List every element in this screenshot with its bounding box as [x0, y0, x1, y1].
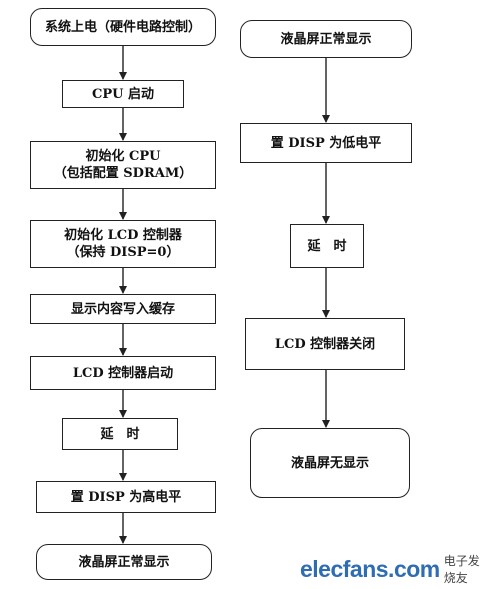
node-power-on: 系统上电（硬件电路控制）	[30, 8, 216, 46]
node-label: 系统上电（硬件电路控制）	[44, 19, 201, 35]
node-label: LCD 控制器启动	[72, 365, 174, 381]
node-label: 液晶屏正常显示	[78, 554, 170, 570]
node-label: 延 时	[100, 426, 140, 442]
node-lcd-close: LCD 控制器关闭	[245, 318, 405, 370]
node-disp-low: 置 DISP 为低电平	[240, 123, 412, 163]
node-init-lcd: 初始化 LCD 控制器 （保持 DISP=0）	[30, 220, 216, 268]
node-cpu-start: CPU 启动	[62, 80, 184, 108]
node-label: 置 DISP 为低电平	[270, 135, 382, 151]
node-lcd-start: LCD 控制器启动	[30, 356, 216, 390]
node-write-buffer: 显示内容写入缓存	[30, 294, 216, 324]
node-label: （保持 DISP=0）	[66, 245, 180, 260]
node-no-display: 液晶屏无显示	[250, 428, 410, 498]
node-display-normal-left: 液晶屏正常显示	[36, 544, 212, 580]
node-init-cpu: 初始化 CPU （包括配置 SDRAM）	[30, 141, 216, 189]
node-label: 初始化 LCD 控制器	[64, 228, 182, 243]
node-label: 初始化 CPU	[85, 149, 161, 164]
node-delay-left: 延 时	[62, 418, 178, 450]
watermark-brand: elecfans.com	[300, 555, 440, 582]
node-display-normal-right: 液晶屏正常显示	[240, 20, 412, 58]
node-label: LCD 控制器关闭	[274, 336, 376, 352]
node-label: 置 DISP 为高电平	[70, 489, 182, 505]
node-delay-right: 延 时	[290, 224, 364, 268]
watermark-cn: 电子发烧友	[443, 554, 480, 585]
node-label: CPU 启动	[92, 86, 154, 102]
node-label: 液晶屏无显示	[290, 455, 369, 471]
node-label: 延 时	[307, 238, 347, 254]
node-label: 显示内容写入缓存	[70, 301, 175, 317]
watermark-logo: elecfans.com 电子发烧友	[300, 552, 486, 586]
node-disp-high: 置 DISP 为高电平	[36, 481, 216, 513]
node-label: （包括配置 SDRAM）	[53, 166, 193, 181]
node-label: 液晶屏正常显示	[280, 31, 372, 47]
